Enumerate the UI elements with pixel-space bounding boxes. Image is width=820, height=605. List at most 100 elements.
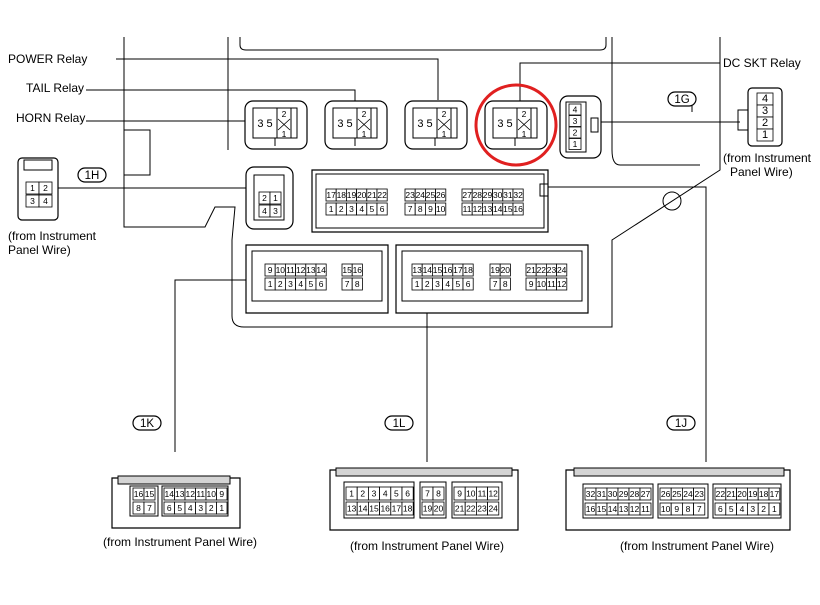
1k-from-text: (from Instrument Panel Wire)	[103, 535, 257, 549]
1j-w-pin-15-label: 15	[597, 504, 607, 514]
1j-w-pin-16-label: 16	[586, 504, 596, 514]
1k-fb-pin-2-label: 2	[278, 279, 283, 289]
1l-fb-pin-21: 21	[525, 263, 537, 277]
1j-w-pin-20: 20	[736, 487, 748, 501]
1l-fb-pin-10: 10	[535, 277, 547, 291]
1j-w-pin-25: 25	[670, 487, 683, 501]
1j-fb-pin-5-label: 5	[370, 204, 375, 214]
horn-relay-label: HORN Relay	[16, 111, 85, 125]
1l-fb-pin-13-label: 13	[412, 265, 422, 275]
1k-fb-pin-9: 9	[264, 263, 276, 277]
1l-w-pin-19-label: 19	[423, 504, 433, 514]
1g-w-pin-4-label: 4	[762, 93, 768, 105]
1j-leader	[548, 186, 707, 462]
1l-fb-pin-9-label: 9	[529, 279, 534, 289]
1l-fb-pin-4-label: 4	[445, 279, 450, 289]
1j-fb-pin-27-label: 27	[462, 190, 472, 200]
1g-w-pin-3: 3	[756, 104, 774, 118]
1j-fb-pin-4-label: 4	[359, 204, 364, 214]
1k-fb-pin-10-label: 10	[276, 265, 286, 275]
1k-fb-pin-7-label: 7	[345, 279, 350, 289]
1k-fb-pin-14: 14	[315, 263, 327, 277]
1j-w-pin-4: 4	[736, 502, 748, 516]
1k-fb-pin-16: 16	[351, 263, 363, 277]
1k-fb-pin-13: 13	[305, 263, 317, 277]
1k-fb-pin-1: 1	[264, 277, 276, 291]
1j-fb-pin-29-label: 29	[483, 190, 493, 200]
1j-w-pin-22: 22	[714, 487, 727, 501]
1k-fb-pin-8-label: 8	[355, 279, 360, 289]
1h-w-pin-1: 1	[25, 181, 40, 195]
1j-w-pin-27: 27	[639, 487, 652, 501]
1l-fb-pin-11: 11	[546, 277, 558, 291]
1k-fb-pin-3-label: 3	[288, 279, 293, 289]
1j-fb-pin-13: 13	[481, 202, 493, 216]
power-relay-pin-top: 2	[442, 109, 447, 119]
1l-fb-pin-17: 17	[452, 263, 464, 277]
1l-w-pin-15: 15	[367, 501, 380, 516]
1l-w-pin-8: 8	[432, 486, 445, 501]
1k-w-pin-5-label: 5	[177, 503, 182, 513]
1l-fb-pin-18-label: 18	[463, 265, 473, 275]
1l-fb-pin-6: 6	[462, 277, 474, 291]
1h-w-pin-1-label: 1	[30, 183, 35, 193]
tail-relay-pin-top: 2	[362, 109, 367, 119]
1l-w-pin-10-label: 10	[466, 489, 476, 499]
1l-w-pin-9: 9	[453, 486, 466, 501]
1j-w-pin-1: 1	[768, 502, 781, 516]
1k-fb-pin-2: 2	[274, 277, 286, 291]
1j-w-pin-21: 21	[725, 487, 737, 501]
dc-skt-relay-pins: 3 5	[497, 118, 512, 130]
1j-w-pin-31: 31	[595, 487, 608, 501]
1j-w-pin-25-label: 25	[672, 489, 682, 499]
1k-w-pin-3: 3	[195, 501, 207, 515]
horn-relay-pins: 3 5	[257, 118, 272, 130]
1k-fb-pin-12: 12	[295, 263, 307, 277]
1j-fb-pin-15-label: 15	[503, 204, 513, 214]
1j-w-pin-12-label: 12	[630, 504, 640, 514]
power-relay-pins: 3 5	[417, 118, 432, 130]
1l-w-pin-12: 12	[487, 486, 500, 501]
1j-fb-pin-24-label: 24	[416, 190, 426, 200]
1l-fb-pin-6-label: 6	[466, 279, 471, 289]
1k-w-pin-8-label: 8	[136, 503, 141, 513]
1l-fb-pin-23-label: 23	[547, 265, 557, 275]
1g-fb-pin-1: 1	[568, 138, 582, 150]
1l-fb-pin-18: 18	[462, 263, 474, 277]
1k-w-pin-3-label: 3	[198, 503, 203, 513]
1l-w-pin-18: 18	[401, 501, 414, 516]
1h-fb-pin-2: 2	[258, 191, 271, 205]
1k-w-pin-1-label: 1	[219, 503, 224, 513]
1k-w-pin-5: 5	[174, 501, 186, 515]
1g-fb-pin-1-label: 1	[573, 139, 578, 149]
1l-w-pin-1: 1	[345, 486, 358, 501]
1l-fb-pin-20: 20	[499, 263, 511, 277]
1j-fb-pin-9-label: 9	[428, 204, 433, 214]
1k-w-pin-14-label: 14	[165, 489, 175, 499]
1l-w-pin-24-label: 24	[488, 504, 498, 514]
1j-fb-pin-18-label: 18	[337, 190, 347, 200]
1k-fb-pin-12-label: 12	[296, 265, 306, 275]
1l-fb-pin-8: 8	[499, 277, 511, 291]
1l-w-pin-6-label: 6	[405, 489, 410, 499]
1l-w-pin-15-label: 15	[369, 504, 379, 514]
1j-w-pin-20-label: 20	[737, 489, 747, 499]
1j-w-pin-32-label: 32	[586, 489, 596, 499]
1j-fb-pin-20: 20	[356, 188, 368, 202]
1l-tag-text: 1L	[393, 418, 406, 430]
1k-w-pin-15-label: 15	[145, 489, 155, 499]
1l-fb-pin-11-label: 11	[547, 279, 556, 289]
1j-w-pin-8-label: 8	[686, 504, 691, 514]
1g-fb-pin-3: 3	[568, 115, 582, 127]
1l-fb-pin-1-label: 1	[415, 279, 420, 289]
1g-from-line1: (from Instrument	[723, 151, 812, 165]
1j-w-pin-30-label: 30	[608, 489, 618, 499]
1l-w-pin-17: 17	[390, 501, 403, 516]
1j-fb-pin-10-label: 10	[436, 204, 446, 214]
horn-relay-pin-bottom: 1	[282, 129, 287, 139]
